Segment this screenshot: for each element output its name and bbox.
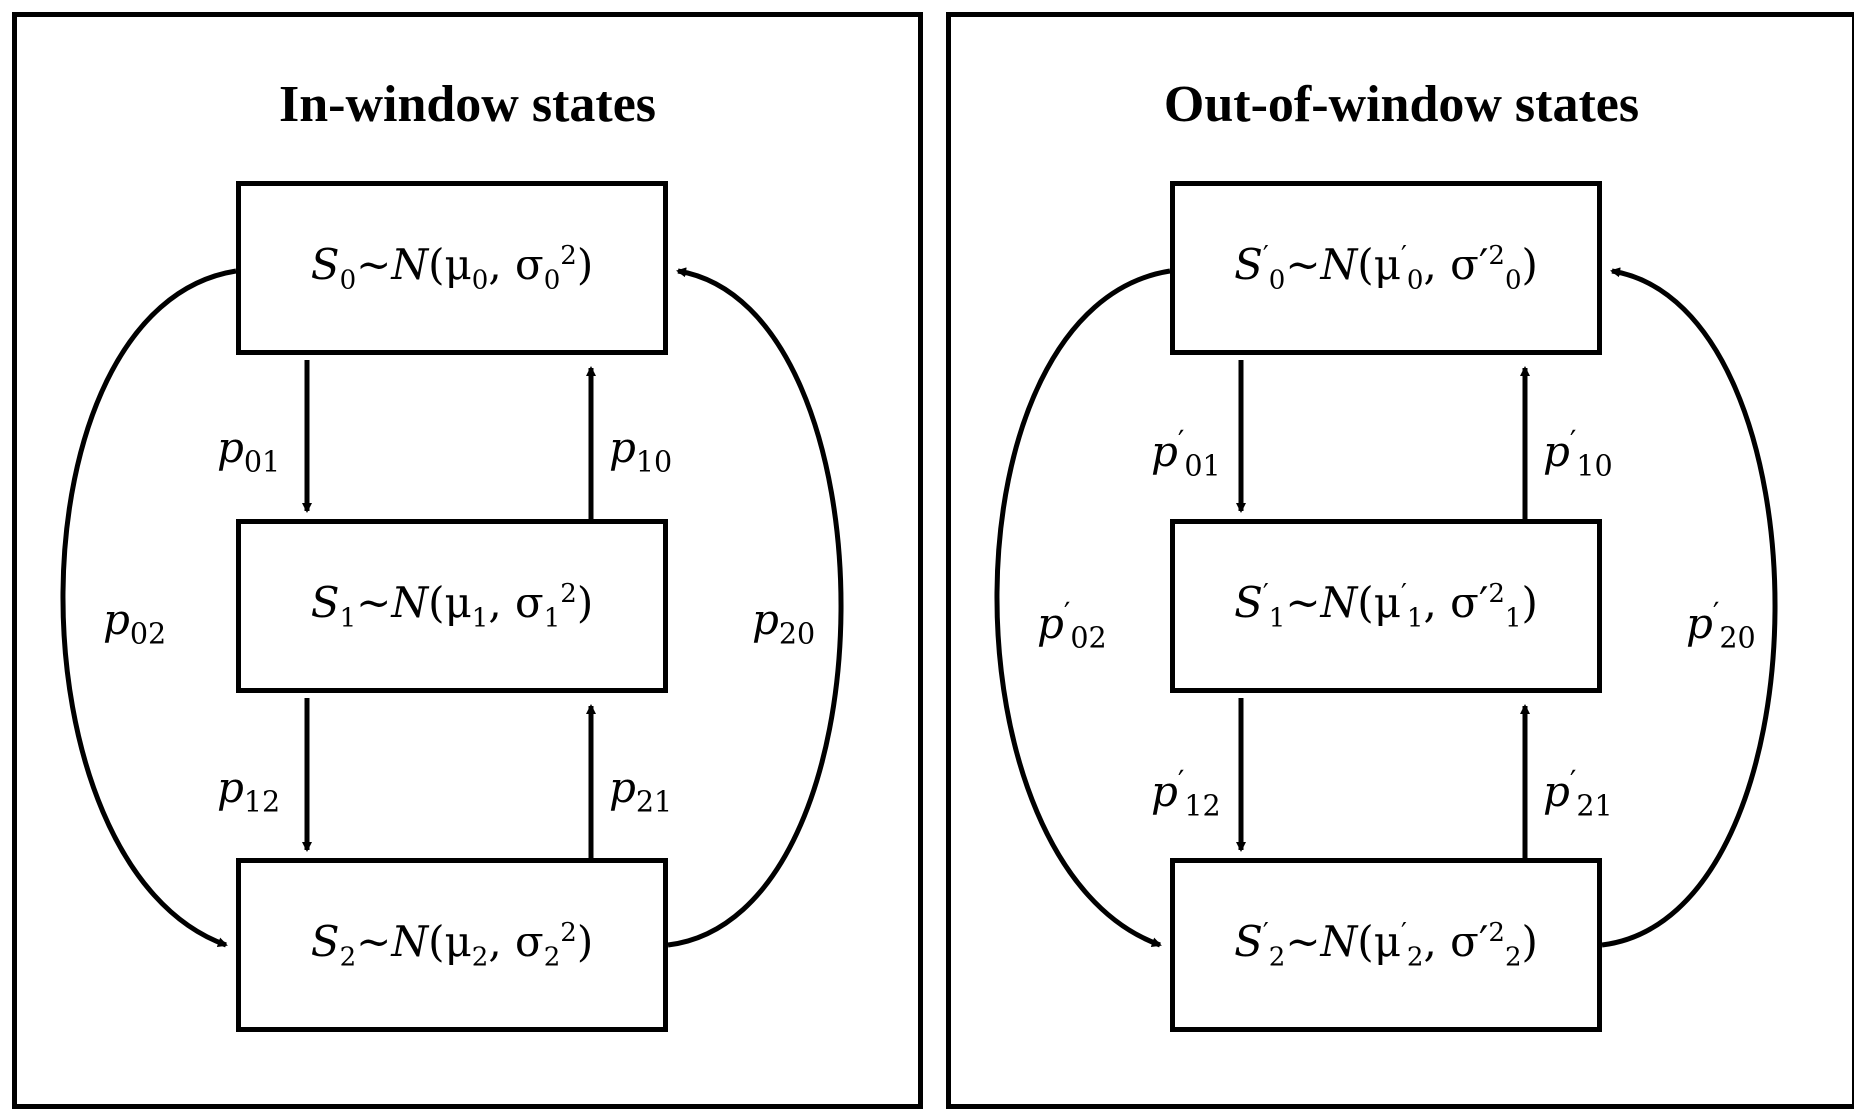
- label-p10-prime: p′10: [1543, 424, 1613, 483]
- label-p02: p02: [103, 595, 167, 651]
- label-p20-prime: p′20: [1686, 596, 1756, 655]
- label-p12: p12: [217, 763, 281, 819]
- label-p21-prime: p′21: [1543, 764, 1613, 823]
- in-window-panel: In-window states S0~N(μ0, σ02) S1~N(μ1, …: [12, 12, 923, 1109]
- state-s1-prime: S′1~N(μ′1, σ′21): [1170, 519, 1602, 693]
- arrow-p02: [994, 268, 1171, 948]
- state-s1: S1~N(μ1, σ12): [236, 519, 668, 693]
- label-p12-prime: p′12: [1151, 764, 1221, 823]
- label-p01: p01: [217, 423, 281, 479]
- state-s2-prime: S′2~N(μ′2, σ′22): [1170, 858, 1602, 1032]
- state-s2: S2~N(μ2, σ22): [236, 858, 668, 1032]
- panel-title: Out-of-window states: [1163, 76, 1640, 133]
- out-of-window-panel: Out-of-window states S′0~N(μ′0, σ′20) S′…: [946, 12, 1854, 1109]
- transition-arrows: [994, 267, 1778, 948]
- label-p02-prime: p′02: [1037, 596, 1107, 655]
- state-s0: S0~N(μ0, σ02): [236, 181, 668, 355]
- transition-arrows: [60, 267, 844, 948]
- label-p10: p10: [609, 423, 673, 479]
- state-s0-prime: S′0~N(μ′0, σ′20): [1170, 181, 1602, 355]
- label-p20: p20: [752, 595, 816, 651]
- arrow-p20: [1601, 267, 1778, 948]
- label-p21: p21: [609, 763, 673, 819]
- label-p01-prime: p′01: [1151, 424, 1221, 483]
- arrow-p20: [667, 267, 844, 948]
- panel-title: In-window states: [278, 76, 657, 133]
- arrow-p02: [60, 268, 237, 948]
